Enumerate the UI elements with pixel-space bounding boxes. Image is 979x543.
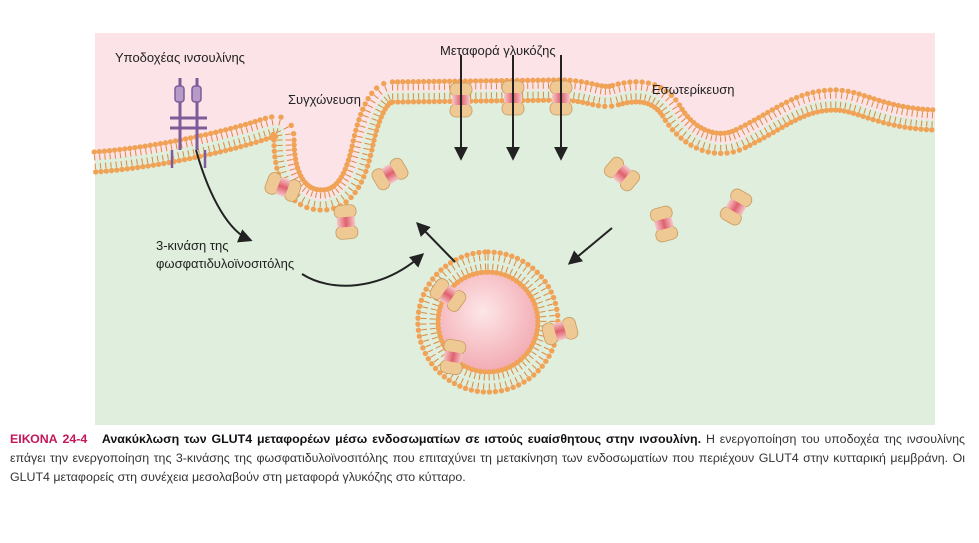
glut4-transporters bbox=[264, 80, 753, 376]
insulin-receptor-label: Υποδοχέας ινσουλίνης bbox=[115, 50, 245, 65]
glut4-transporter bbox=[541, 316, 579, 346]
internalization-label: Εσωτερίκευση bbox=[652, 82, 735, 97]
glucose-transport-label: Μεταφορά γλυκόζης bbox=[440, 43, 556, 58]
vesicle-to-fusion-arrow bbox=[416, 221, 456, 263]
receptor-to-pi3k-arrow bbox=[195, 149, 253, 243]
figure-caption: ΕΙΚΟΝΑ 24-4 Ανακύκλωση των GLUT4 μεταφορ… bbox=[10, 430, 965, 487]
glut4-transporter bbox=[719, 188, 753, 226]
internalization-arrow bbox=[567, 227, 613, 265]
insulin-receptor bbox=[170, 78, 207, 168]
pi3k-label-line2: φωσφατιδυλοϊνοσιτόλης bbox=[156, 256, 294, 271]
glut4-transporter bbox=[333, 204, 359, 240]
glut4-transporter bbox=[649, 205, 679, 243]
glut4-transporter bbox=[371, 157, 409, 191]
arrows bbox=[195, 55, 613, 287]
vesicle-bilayer bbox=[415, 249, 561, 395]
glut4-transporter bbox=[429, 278, 467, 312]
glut4-transporter bbox=[264, 172, 302, 202]
figure-caption-body: Η ενεργοποίηση του υποδοχέα της ινσουλίν… bbox=[10, 432, 965, 484]
pi3k-to-vesicle-arrow bbox=[301, 253, 425, 287]
fusion-label: Συγχώνευση bbox=[288, 92, 361, 107]
glut4-transporter bbox=[603, 156, 641, 192]
pi3k-label-line1: 3-κινάση της bbox=[156, 238, 228, 253]
figure-title: Ανακύκλωση των GLUT4 μεταφορέων μέσω ενδ… bbox=[101, 432, 702, 446]
glut4-transporter bbox=[439, 338, 467, 376]
extracellular-region bbox=[95, 33, 935, 200]
figure-number: ΕΙΚΟΝΑ 24-4 bbox=[10, 432, 88, 446]
